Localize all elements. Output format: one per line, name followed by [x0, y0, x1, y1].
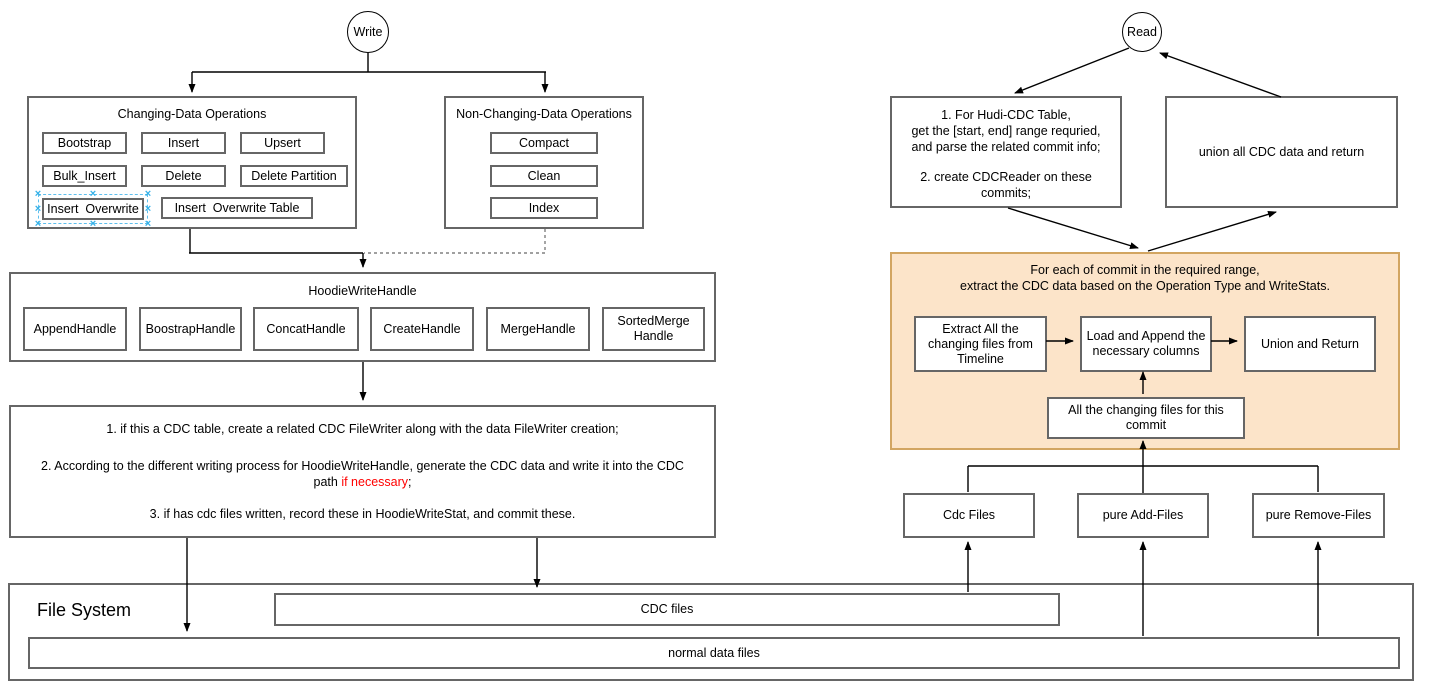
- write-step-2-cont: path if necessary;: [313, 475, 412, 489]
- handle-sorted-merge[interactable]: SortedMerge Handle: [602, 307, 705, 351]
- selection-handle[interactable]: ×: [144, 218, 152, 230]
- op-insert[interactable]: Insert: [141, 132, 226, 154]
- handle-append[interactable]: AppendHandle: [23, 307, 127, 351]
- read-prepare-line: and parse the related commit info;: [911, 140, 1101, 154]
- op-delete-partition[interactable]: Delete Partition: [240, 165, 348, 187]
- if-necessary-red-text: if necessary: [341, 475, 409, 489]
- file-system-title: File System: [37, 600, 132, 620]
- selection-handle[interactable]: ×: [34, 218, 42, 230]
- read-prepare-line: commits;: [981, 186, 1031, 200]
- handle-boostrap[interactable]: BoostrapHandle: [139, 307, 242, 351]
- union-and-return-step[interactable]: Union and Return: [1244, 316, 1376, 372]
- op-insert-overwrite-table[interactable]: Insert Overwrite Table: [161, 197, 313, 219]
- cdc-files-bar[interactable]: CDC files: [274, 593, 1060, 626]
- write-step-3: 3. if has cdc files written, record thes…: [149, 507, 576, 521]
- read-prepare-line: 2. create CDCReader on these: [920, 170, 1092, 184]
- op-index[interactable]: Index: [490, 197, 598, 219]
- op-compact[interactable]: Compact: [490, 132, 598, 154]
- hoodie-write-handle-box[interactable]: HoodieWriteHandle AppendHandle BoostrapH…: [9, 272, 716, 362]
- op-delete[interactable]: Delete: [141, 165, 226, 187]
- op-clean[interactable]: Clean: [490, 165, 598, 187]
- read-prepare-line: 1. For Hudi-CDC Table,: [941, 108, 1071, 122]
- union-return-box[interactable]: union all CDC data and return: [1165, 96, 1398, 208]
- hoodie-write-handle-title: HoodieWriteHandle: [308, 284, 417, 298]
- load-append-columns-step[interactable]: Load and Append the necessary columns: [1080, 316, 1212, 372]
- write-step-2: 2. According to the different writing pr…: [41, 459, 684, 473]
- per-commit-title-1: For each of commit in the required range…: [1030, 263, 1260, 277]
- read-prepare-box[interactable]: 1. For Hudi-CDC Table, get the [start, e…: [890, 96, 1122, 208]
- selection-handle[interactable]: ×: [89, 188, 97, 200]
- op-bootstrap[interactable]: Bootstrap: [42, 132, 127, 154]
- selection-handle[interactable]: ×: [144, 188, 152, 200]
- op-upsert[interactable]: Upsert: [240, 132, 325, 154]
- selection-handle[interactable]: ×: [34, 203, 42, 215]
- read-prepare-line: get the [start, end] range requried,: [911, 124, 1101, 138]
- non-changing-data-operations-box[interactable]: Non-Changing-Data Operations Compact Cle…: [444, 96, 644, 229]
- selection-handle[interactable]: ×: [89, 218, 97, 230]
- per-commit-extract-box[interactable]: For each of commit in the required range…: [890, 252, 1400, 450]
- selection-handle[interactable]: ×: [144, 203, 152, 215]
- changing-files-for-commit-box[interactable]: All the changing files for this commit: [1047, 397, 1245, 439]
- handle-merge[interactable]: MergeHandle: [486, 307, 590, 351]
- normal-data-files-bar[interactable]: normal data files: [28, 637, 1400, 669]
- selection-rect: [38, 194, 148, 224]
- non-changing-data-operations-title: Non-Changing-Data Operations: [456, 107, 632, 121]
- extract-changing-files-step[interactable]: Extract All the changing files from Time…: [914, 316, 1047, 372]
- read-prepare-gap: [892, 155, 1120, 169]
- read-start-label: Read: [1127, 25, 1157, 39]
- op-insert-overwrite[interactable]: Insert Overwrite: [42, 198, 144, 220]
- handle-concat[interactable]: ConcatHandle: [253, 307, 359, 351]
- op-bulk-insert[interactable]: Bulk_Insert: [42, 165, 127, 187]
- per-commit-title-2: extract the CDC data based on the Operat…: [960, 279, 1330, 293]
- write-step-1: 1. if this a CDC table, create a related…: [106, 422, 619, 436]
- changing-data-operations-title: Changing-Data Operations: [117, 107, 267, 121]
- cdc-write-steps-box[interactable]: 1. if this a CDC table, create a related…: [9, 405, 716, 538]
- read-start-node[interactable]: Read: [1122, 12, 1162, 52]
- selection-handle[interactable]: ×: [34, 188, 42, 200]
- handle-create[interactable]: CreateHandle: [370, 307, 474, 351]
- write-start-label: Write: [353, 25, 383, 39]
- pure-remove-files-box[interactable]: pure Remove-Files: [1252, 493, 1385, 538]
- cdc-files-box[interactable]: Cdc Files: [903, 493, 1035, 538]
- write-start-node[interactable]: Write: [347, 11, 389, 53]
- pure-add-files-box[interactable]: pure Add-Files: [1077, 493, 1209, 538]
- changing-data-operations-box[interactable]: Changing-Data Operations Bootstrap Inser…: [27, 96, 357, 230]
